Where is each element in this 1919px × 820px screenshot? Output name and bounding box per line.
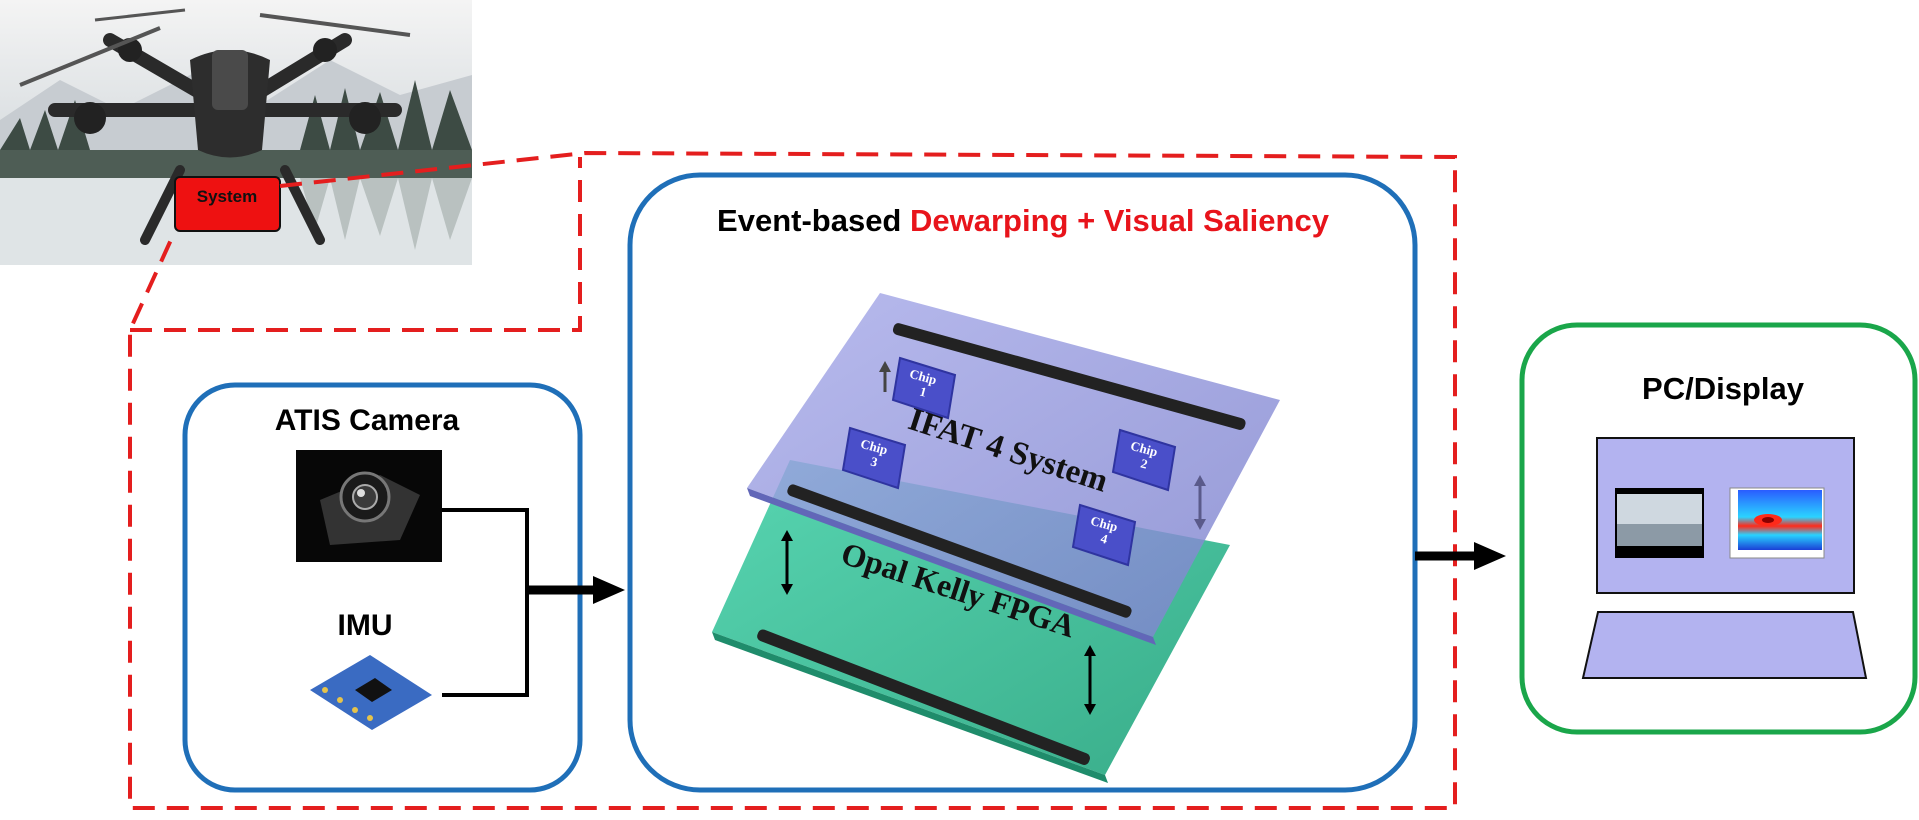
chip-3-word: Chip xyxy=(859,436,889,458)
processing-panel: Event-based Dewarping + Visual Saliency … xyxy=(627,172,1418,793)
imu-image xyxy=(310,655,432,730)
processing-title-black: Event-based xyxy=(717,203,910,238)
processing-title: Event-based Dewarping + Visual Saliency xyxy=(717,203,1330,238)
laptop-icon xyxy=(1581,437,1868,679)
chip-2-num: 2 xyxy=(1139,456,1149,472)
sensors-panel: ATIS Camera IMU xyxy=(182,382,583,793)
dashed-outline xyxy=(128,150,1457,810)
chip-2: Chip 2 xyxy=(1111,428,1177,492)
camera-title: ATIS Camera xyxy=(275,404,460,437)
chip-1-word: Chip xyxy=(908,366,938,388)
system-label: System xyxy=(197,187,257,206)
arrow-to-display xyxy=(1415,542,1506,570)
chip-3: Chip 3 xyxy=(841,426,907,490)
chip-2-word: Chip xyxy=(1129,438,1159,460)
chip-1: Chip 1 xyxy=(891,356,957,420)
chip-4-num: 4 xyxy=(1099,531,1110,547)
processing-title-red: Dewarping + Visual Saliency xyxy=(910,203,1330,238)
arrow-to-processing xyxy=(527,576,625,604)
chip-1-num: 1 xyxy=(918,384,928,400)
camera-image xyxy=(296,450,442,562)
display-panel: PC/Display xyxy=(1519,322,1918,735)
drone-photo xyxy=(0,0,472,265)
chip-4-word: Chip xyxy=(1089,513,1119,535)
chip-4: Chip 4 xyxy=(1071,503,1137,567)
chip-3-num: 3 xyxy=(869,454,880,470)
ifat-board: IFAT 4 System xyxy=(747,293,1280,645)
imu-title: IMU xyxy=(338,609,393,642)
system-box: System xyxy=(174,176,281,232)
display-title: PC/Display xyxy=(1642,371,1805,406)
